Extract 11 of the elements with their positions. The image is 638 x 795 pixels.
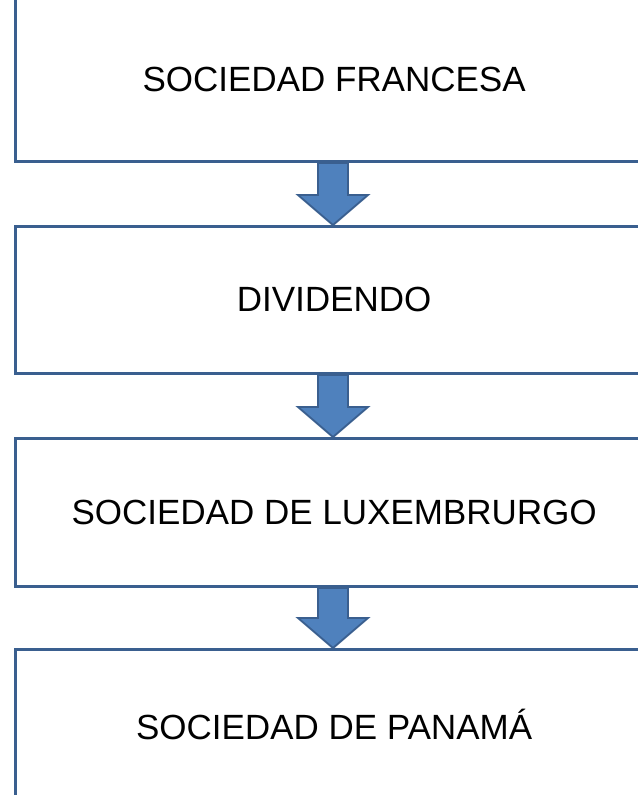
process-box — [14, 0, 638, 163]
block-arrow — [295, 587, 371, 650]
block-arrow — [295, 162, 371, 226]
process-box — [14, 648, 638, 795]
process-box — [14, 225, 638, 375]
box-label: SOCIEDAD DE PANAMÁ — [136, 708, 532, 748]
process-box — [14, 437, 638, 588]
box-label: DIVIDENDO — [236, 280, 432, 320]
box-label: SOCIEDAD DE LUXEMBRURGO — [71, 492, 597, 532]
box-label: SOCIEDAD FRANCESA — [142, 60, 526, 100]
block-arrow — [295, 374, 371, 438]
